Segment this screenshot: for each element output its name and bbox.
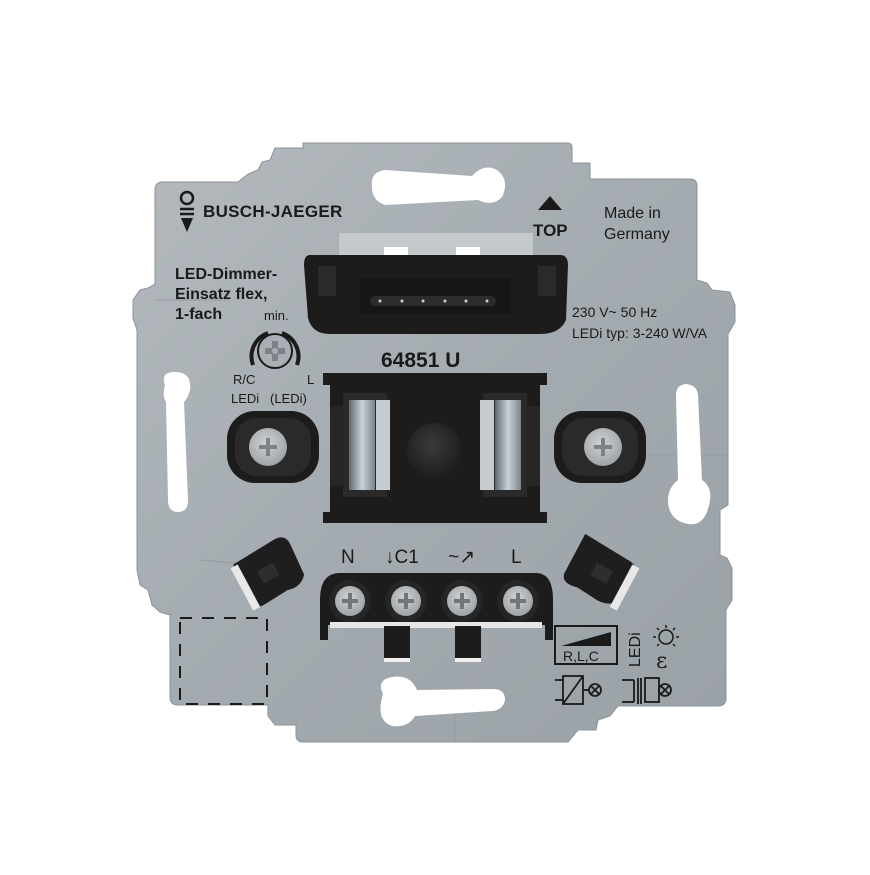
energy-saving-lamp-icon: ε xyxy=(656,649,667,674)
pot-label-ledi: LEDi xyxy=(231,391,259,406)
phillips-screw-icon xyxy=(398,593,414,609)
phillips-screw-icon xyxy=(454,593,470,609)
product-title-line-1: LED-Dimmer- xyxy=(175,266,277,283)
terminal-block xyxy=(320,573,553,662)
brand-name: BUSCH-JAEGER xyxy=(203,202,343,221)
right-fixing-screw[interactable] xyxy=(554,411,646,483)
terminal-label-l: L xyxy=(511,547,522,568)
busch-jaeger-logo-icon xyxy=(179,190,195,232)
potentiometer-dial[interactable] xyxy=(249,331,301,369)
terminal-screw-n[interactable] xyxy=(329,580,371,622)
mounting-slot-left xyxy=(163,372,191,512)
pot-min-label: min. xyxy=(264,308,289,323)
terminal-label-dimmed: ~↗ xyxy=(448,547,475,568)
top-arrow-icon xyxy=(538,196,562,210)
incandescent-lamp-icon xyxy=(653,625,679,647)
pot-label-rc: R/C xyxy=(233,372,255,387)
terminal-screw-dimmed[interactable] xyxy=(441,580,483,622)
top-connector xyxy=(304,233,568,334)
mounting-slot-right xyxy=(668,384,711,525)
terminal-label-c1: ↓C1 xyxy=(385,547,419,568)
pot-label-l: L xyxy=(307,372,314,387)
mounting-slot-top xyxy=(371,167,506,205)
phillips-screw-icon xyxy=(259,438,277,456)
phillips-screw-icon xyxy=(510,593,526,609)
model-number: 64851 U xyxy=(381,349,460,372)
product-title-line-3: 1-fach xyxy=(175,306,222,323)
left-fixing-screw[interactable] xyxy=(227,411,319,483)
left-clip xyxy=(230,537,305,611)
origin-line-2: Germany xyxy=(604,226,670,243)
mounting-slot-bottom xyxy=(380,676,505,727)
ledi-vertical-label: LEDi xyxy=(627,632,644,667)
electronic-transformer-icon xyxy=(555,675,602,705)
pot-label-l-ledi: (LEDi) xyxy=(270,391,307,406)
terminal-screw-c1[interactable] xyxy=(385,580,427,622)
phillips-screw-icon xyxy=(594,438,612,456)
rlc-label: R,L,C xyxy=(563,648,599,664)
origin-line-1: Made in xyxy=(604,205,661,222)
voltage-rating: 230 V~ 50 Hz xyxy=(572,304,657,320)
sensor-lens xyxy=(407,423,463,479)
phillips-screw-icon xyxy=(342,593,358,609)
orientation-label: TOP xyxy=(533,221,568,240)
terminal-label-n: N xyxy=(341,547,355,568)
right-clip xyxy=(563,533,640,611)
terminal-screw-l[interactable] xyxy=(497,580,539,622)
central-mechanism xyxy=(323,373,547,523)
rlc-load-symbol: R,L,C xyxy=(554,625,618,665)
product-title-line-2: Einsatz flex, xyxy=(175,286,267,303)
conventional-transformer-icon xyxy=(622,677,672,704)
load-rating: LEDi typ: 3-240 W/VA xyxy=(572,325,708,341)
